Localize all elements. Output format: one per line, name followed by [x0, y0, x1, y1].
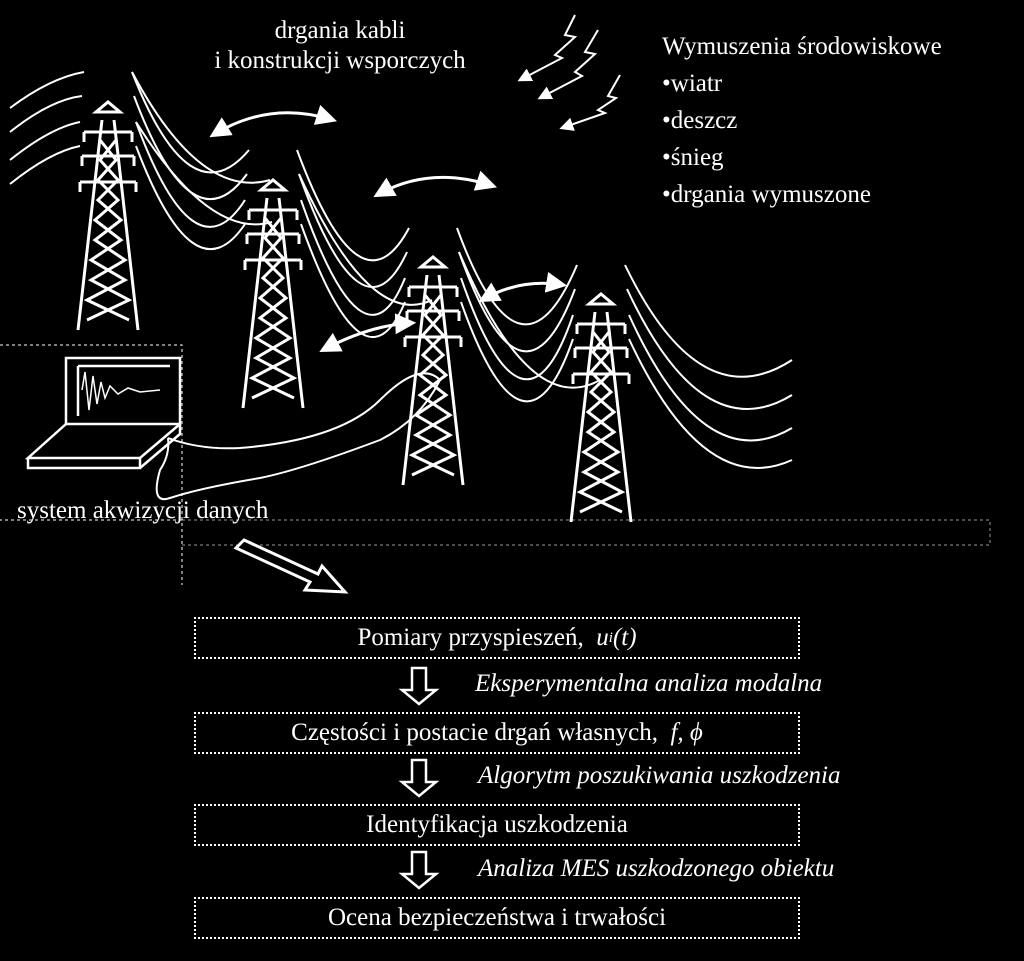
- box-text: Ocena bezpieczeństwa i trwałości: [327, 904, 667, 931]
- cable-vibration-line-2: i konstrukcji wsporczych: [214, 47, 466, 74]
- sensor-cable: [155, 372, 442, 501]
- step-arrows: [398, 666, 440, 890]
- box-symbol: f, ϕ: [670, 719, 703, 746]
- box-symbol: u: [596, 624, 609, 651]
- flow-box-assessment: Ocena bezpieczeństwa i trwałości: [194, 897, 800, 939]
- tower-1: [76, 100, 140, 332]
- environment-item: deszcz: [662, 102, 942, 139]
- tower-2: [241, 178, 305, 410]
- environment-item: śnieg: [662, 139, 942, 176]
- cable-vibration-label: drgania kabli i konstrukcji wsporczych: [200, 16, 480, 76]
- box-arg: (t): [612, 624, 637, 651]
- laptop-icon: [24, 356, 182, 470]
- environment-arrows: [517, 14, 621, 131]
- environment-item: wiatr: [662, 65, 942, 102]
- tower-3: [401, 255, 465, 487]
- environment-item: drgania wymuszone: [662, 176, 942, 213]
- environment-list: Wymuszenia środowiskowe wiatr deszcz śni…: [662, 28, 942, 213]
- tower-4: [569, 292, 633, 524]
- box-text: Częstości i postacie drgań własnych,: [291, 719, 658, 746]
- flow-box-identification: Identyfikacja uszkodzenia: [194, 804, 800, 846]
- step-label: Eksperymentalna analiza modalna: [475, 670, 823, 697]
- box-text: Identyfikacja uszkodzenia: [366, 811, 628, 838]
- environment-title: Wymuszenia środowiskowe: [662, 33, 942, 60]
- box-subscript: i: [608, 629, 613, 646]
- vibration-arrows: [209, 104, 568, 352]
- acquisition-label: system akwizycji danych: [17, 497, 269, 524]
- box-text: Pomiary przyspieszeń,: [357, 624, 584, 651]
- flow-arrow-icon: [233, 538, 349, 594]
- step-label: Analiza MES uszkodzonego obiektu: [478, 855, 835, 882]
- flow-box-modal: Częstości i postacie drgań własnych, f, …: [194, 712, 800, 754]
- cable-vibration-line-1: drgania kabli: [274, 17, 406, 44]
- step-label: Algorytm poszukiwania uszkodzenia: [478, 762, 841, 789]
